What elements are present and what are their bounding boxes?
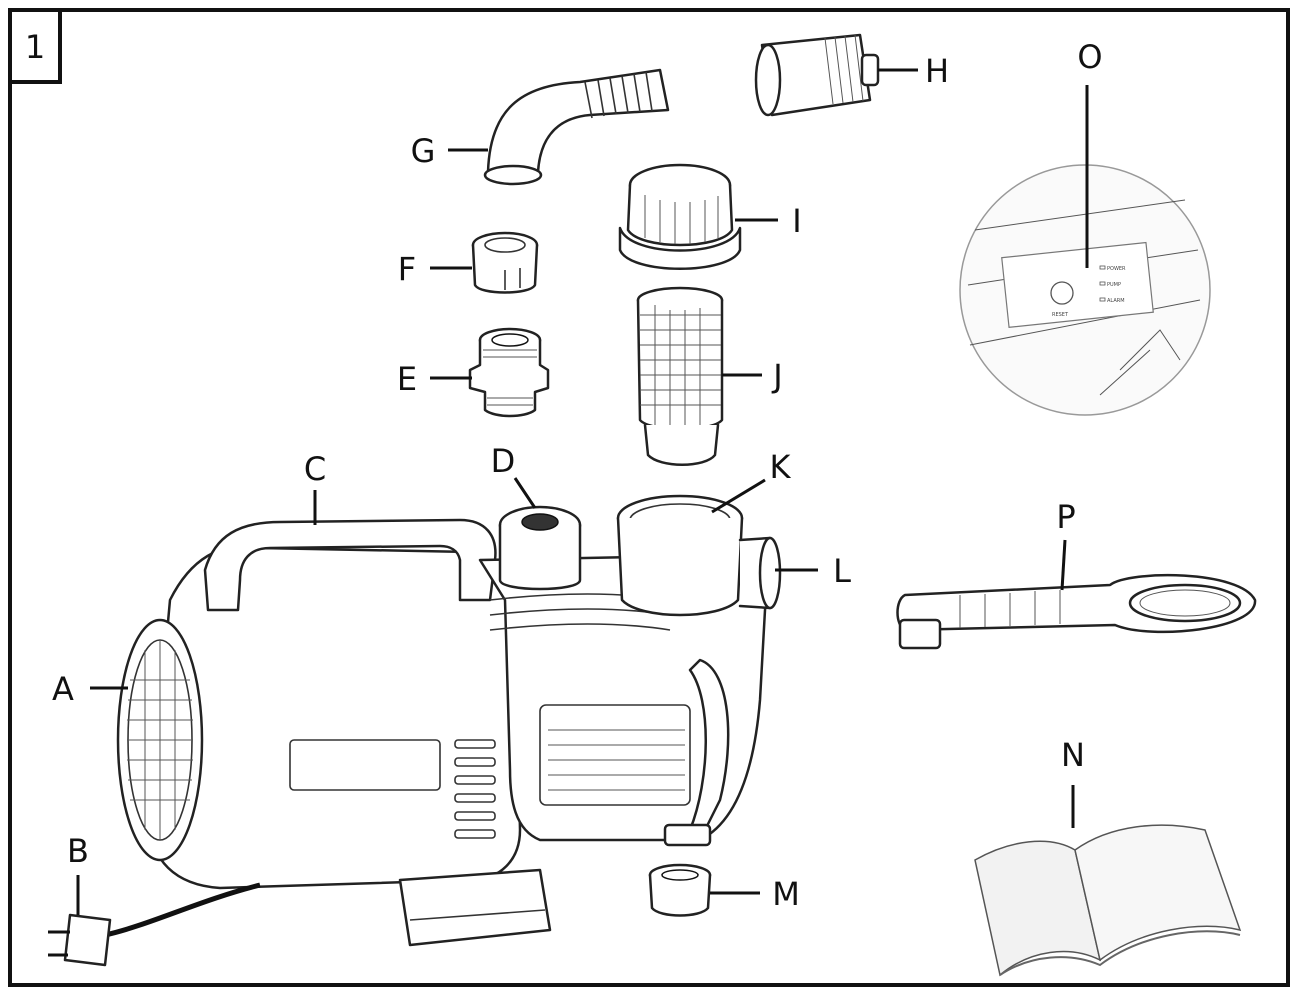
- part-wrench: [896, 573, 1257, 650]
- reset-label: RESET: [1052, 312, 1069, 318]
- figure-number: 1: [25, 28, 45, 66]
- svg-text:H: H: [925, 52, 949, 90]
- callout-K: K: [711, 448, 792, 514]
- svg-text:I: I: [792, 202, 801, 240]
- callout-P: P: [1056, 498, 1076, 591]
- svg-text:P: P: [1056, 498, 1075, 536]
- part-filter-lid: [618, 163, 742, 270]
- indicator-3-label: ALARM: [1107, 298, 1125, 304]
- callout-H: H: [878, 52, 949, 90]
- svg-text:C: C: [304, 450, 326, 488]
- part-instruction-manual: [974, 824, 1242, 977]
- pump-body: [48, 494, 782, 967]
- callout-A: A: [52, 670, 128, 708]
- part-drain-cap: [648, 863, 712, 917]
- svg-text:A: A: [52, 670, 74, 708]
- svg-text:L: L: [833, 552, 851, 590]
- callout-I: I: [735, 202, 802, 240]
- callout-G: G: [411, 132, 488, 170]
- callout-L: L: [775, 552, 851, 590]
- part-union-nut: [471, 231, 539, 294]
- part-threaded-adapter: [468, 327, 550, 418]
- svg-text:N: N: [1061, 736, 1085, 774]
- callout-B: B: [67, 832, 89, 915]
- callout-F: F: [398, 250, 472, 288]
- svg-text:J: J: [771, 357, 782, 395]
- part-strainer-basket: [636, 286, 724, 466]
- callout-E: E: [397, 360, 472, 398]
- indicator-1-label: POWER: [1107, 266, 1126, 272]
- callout-J: J: [722, 357, 783, 395]
- svg-text:G: G: [411, 132, 436, 170]
- callout-N: N: [1061, 736, 1085, 828]
- callout-D: D: [491, 442, 537, 509]
- svg-text:F: F: [398, 250, 416, 288]
- indicator-2-label: PUMP: [1107, 282, 1121, 288]
- figure-number-box: 1: [8, 8, 62, 84]
- figure-border: [8, 8, 1290, 987]
- part-elbow-connector: [483, 68, 670, 186]
- svg-text:M: M: [772, 875, 800, 913]
- svg-text:B: B: [67, 832, 89, 870]
- callout-O: O: [1077, 38, 1103, 268]
- svg-text:K: K: [770, 448, 792, 486]
- callout-M: M: [710, 875, 800, 913]
- svg-text:D: D: [491, 442, 516, 480]
- callout-C: C: [304, 450, 326, 525]
- svg-text:E: E: [397, 360, 417, 398]
- svg-text:O: O: [1077, 38, 1102, 76]
- control-panel-detail: RESET POWER PUMP ALARM: [959, 164, 1211, 416]
- part-hose-coupling: [754, 33, 880, 117]
